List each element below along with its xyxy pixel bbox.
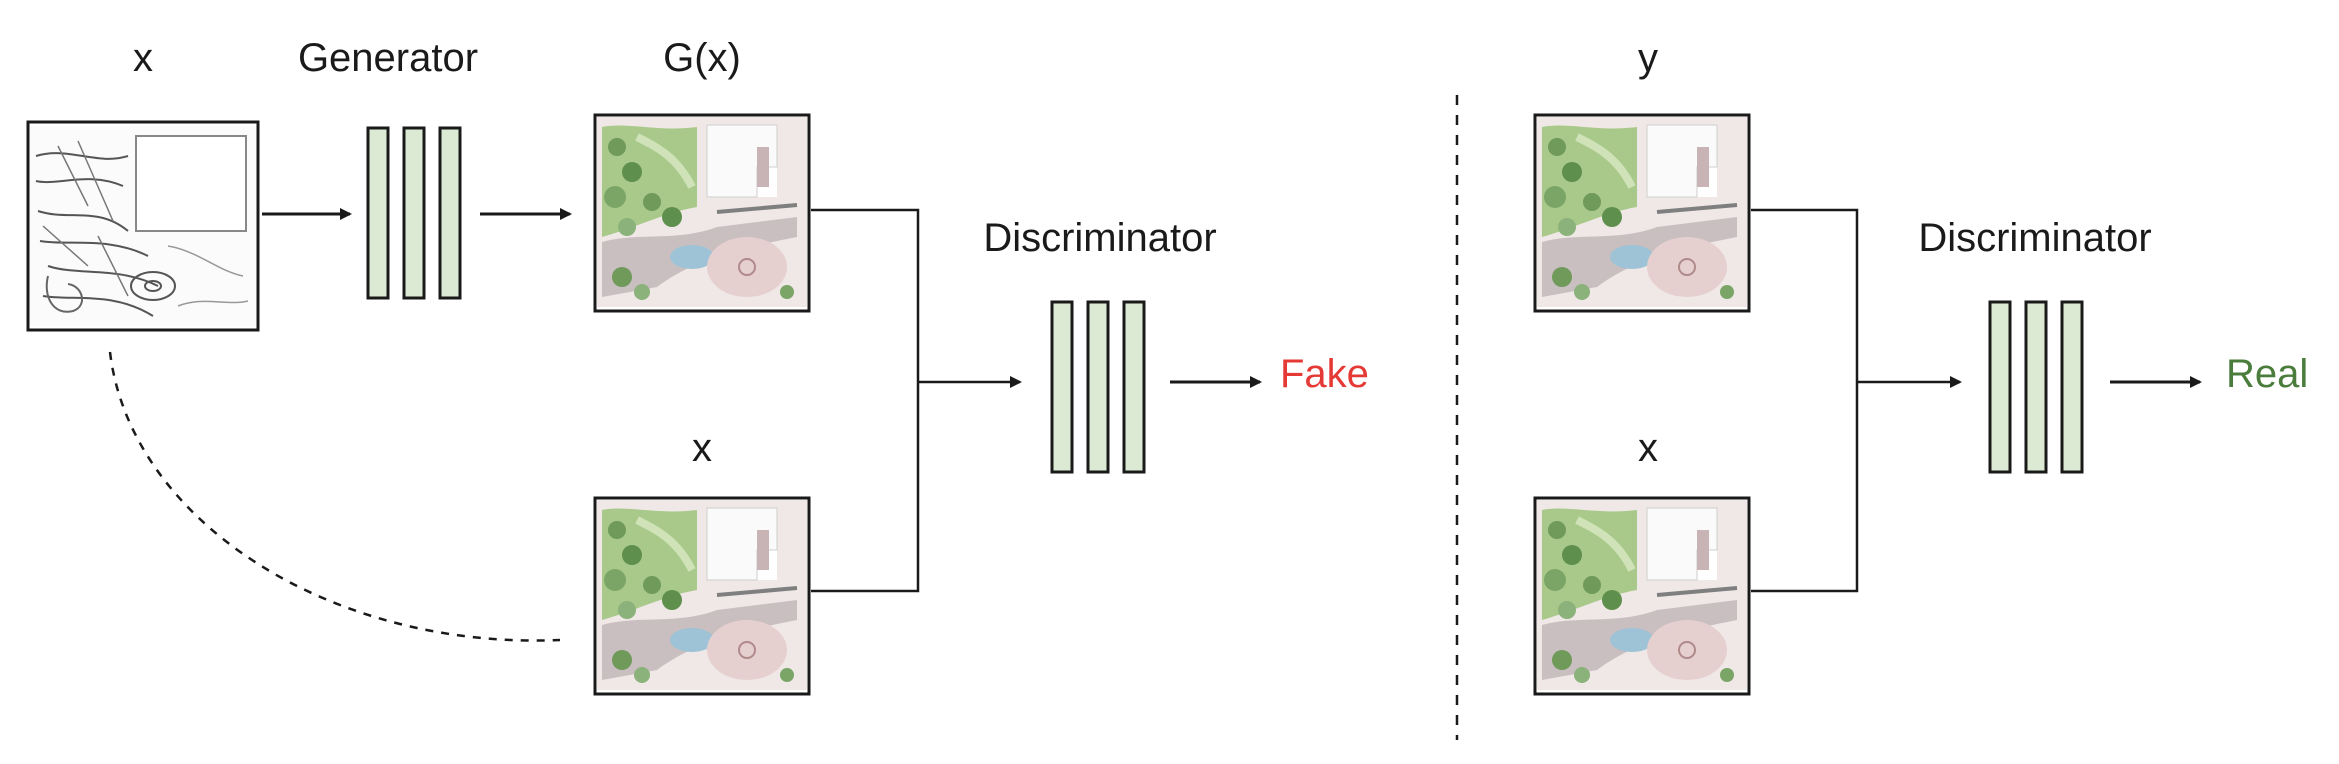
- discriminator-block-right: [1988, 300, 2084, 474]
- dashed-link: [108, 351, 561, 642]
- connector-left: [811, 208, 1022, 593]
- input-sketch-image: [26, 120, 260, 332]
- label-x-condition-right: x: [1638, 426, 1658, 470]
- label-discriminator-left: Discriminator: [983, 216, 1217, 260]
- real-image-y: [1535, 115, 1749, 313]
- label-y: y: [1638, 36, 1658, 80]
- label-x-input: x: [133, 36, 153, 80]
- condition-image-right: [1535, 498, 1749, 696]
- generator-block: [366, 126, 462, 300]
- label-generator: Generator: [297, 36, 479, 80]
- condition-image-left: [595, 498, 809, 696]
- label-real: Real: [2226, 352, 2309, 396]
- label-discriminator-right: Discriminator: [1918, 216, 2152, 260]
- connector-right: [1751, 208, 1962, 593]
- label-x-condition-left: x: [692, 426, 712, 470]
- label-gx: G(x): [663, 36, 741, 80]
- discriminator-block-left: [1050, 300, 1146, 474]
- label-fake: Fake: [1280, 352, 1369, 396]
- generated-image: [595, 115, 809, 313]
